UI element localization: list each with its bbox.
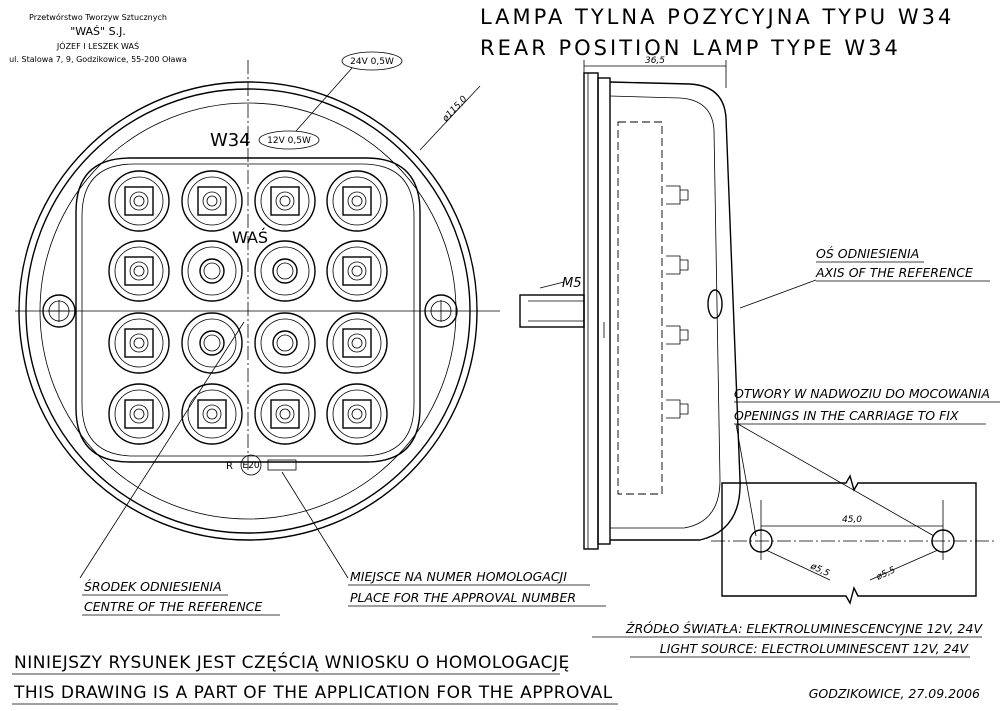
light-source-block: ŹRÓDŁO ŚWIATŁA: ELEKTROLUMINESCENCYJNE 1… xyxy=(592,621,983,658)
centre-label-en: CENTRE OF THE REFERENCE xyxy=(84,599,262,614)
hole-right-label: ø5,5 xyxy=(874,565,897,583)
mark-e-circle xyxy=(240,454,262,476)
axis-label-pl: OŚ ODNIESIENIA xyxy=(816,246,919,261)
left-screw-hole xyxy=(42,294,76,328)
hole-leader-left xyxy=(735,423,757,537)
badge-12v-outline xyxy=(258,130,320,150)
place-date: GODZIKOWICE, 27.09.2006 xyxy=(809,686,980,701)
hole-leader-right xyxy=(737,423,935,537)
approval-leader xyxy=(281,471,349,579)
badge-24v-outline xyxy=(341,51,403,71)
approval-number-box xyxy=(267,459,297,471)
housing-inner-circle xyxy=(25,88,471,534)
lens-profile-inner xyxy=(609,95,721,529)
badge-leader xyxy=(295,67,353,132)
depth-label: 36,5 xyxy=(645,56,665,66)
mounting-panel xyxy=(721,474,977,605)
led-round xyxy=(181,312,243,374)
axis-callout: OŚ ODNIESIENIA AXIS OF THE REFERENCE xyxy=(739,246,990,309)
axis-leader xyxy=(739,279,817,309)
light-source-en: LIGHT SOURCE: ELECTROLUMINESCENT 12V, 24… xyxy=(660,641,970,656)
led-square xyxy=(108,240,170,302)
holes-label-pl: OTWORY W NADWOZIU DO MOCOWANIA xyxy=(734,386,990,401)
brand-label: WAŚ xyxy=(232,228,268,247)
side-view: 36,5 M5 xyxy=(519,56,741,550)
led-square xyxy=(108,383,170,445)
led-square xyxy=(108,170,170,232)
axis-label-en: AXIS OF THE REFERENCE xyxy=(815,265,973,280)
bolt-shank xyxy=(519,294,585,328)
led-square xyxy=(326,170,388,232)
led-round xyxy=(254,240,316,302)
reference-hole xyxy=(707,289,723,319)
spacing-label: 45,0 xyxy=(842,515,862,525)
company-line-2: "WAŚ" S.J. xyxy=(70,25,126,38)
led-square xyxy=(181,383,243,445)
centre-label-pl: ŚRODEK ODNIESIENIA xyxy=(84,579,222,594)
internal-board xyxy=(617,121,663,495)
lens-profile-outer xyxy=(609,81,741,541)
centre-callout: ŚRODEK ODNIESIENIA CENTRE OF THE REFEREN… xyxy=(82,579,280,616)
led-square xyxy=(108,312,170,374)
approval-label-pl: MIEJSCE NA NUMER HOMOLOGACJI xyxy=(350,569,567,584)
hole-left-label: ø5,5 xyxy=(808,561,831,579)
model-label: W34 xyxy=(210,130,251,151)
mounting-detail: 45,0 ø5,5 ø5,5 xyxy=(711,474,995,605)
light-source-pl: ŹRÓDŁO ŚWIATŁA: ELEKTROLUMINESCENCYJNE 1… xyxy=(625,621,983,636)
housing-outer-circle xyxy=(18,81,478,541)
approval-callout: MIEJSCE NA NUMER HOMOLOGACJI PLACE FOR T… xyxy=(348,569,606,607)
base-plate xyxy=(583,72,599,550)
badge-12v: 12V 0,5W xyxy=(267,136,311,146)
led-square xyxy=(326,383,388,445)
mark-e: E20 xyxy=(242,461,259,471)
footer-pl: NINIEJSZY RYSUNEK JEST CZĘŚCIĄ WNIOSKU O… xyxy=(14,651,570,673)
led-round xyxy=(254,312,316,374)
lens-rim-circle xyxy=(39,102,457,520)
title-en: REAR POSITION LAMP TYPE W34 xyxy=(480,36,901,60)
bolt-label: M5 xyxy=(562,276,582,291)
diameter-label: ø115,0 xyxy=(440,94,470,125)
led-grid xyxy=(108,170,388,445)
title-pl: LAMPA TYLNA POZYCYJNA TYPU W34 xyxy=(480,5,954,29)
company-line-4: ul. Stalowa 7, 9, Godzikowice, 55-200 Oł… xyxy=(9,55,187,64)
right-screw-hole xyxy=(424,294,458,328)
holes-label-en: OPENINGS IN THE CARRIAGE TO FIX xyxy=(734,408,959,423)
diameter-leader xyxy=(419,85,481,151)
led-square xyxy=(254,170,316,232)
badge-24v: 24V 0,5W xyxy=(350,57,394,67)
holes-callout: OTWORY W NADWOZIU DO MOCOWANIA OPENINGS … xyxy=(734,386,1000,537)
bolt-leader xyxy=(539,281,565,289)
led-square xyxy=(326,312,388,374)
led-square xyxy=(181,170,243,232)
centre-leader xyxy=(79,321,245,579)
front-view: W34 WAŚ 24V 0,5W 12V 0,5W ø115,0 R E20 xyxy=(15,51,500,579)
led-square xyxy=(254,383,316,445)
footer-en: THIS DRAWING IS A PART OF THE APPLICATIO… xyxy=(13,683,613,703)
company-line-1: Przetwórstwo Tworzyw Sztucznych xyxy=(29,12,167,22)
side-led-bumps xyxy=(666,185,689,419)
company-block: Przetwórstwo Tworzyw Sztucznych "WAŚ" S.… xyxy=(9,12,187,64)
led-round xyxy=(181,240,243,302)
company-line-3: JÓZEF I LESZEK WAŚ xyxy=(56,40,139,51)
led-square xyxy=(326,240,388,302)
approval-label-en: PLACE FOR THE APPROVAL NUMBER xyxy=(350,590,576,605)
lens-panel-inner xyxy=(81,163,415,457)
base-step xyxy=(597,77,611,545)
mark-r: R xyxy=(226,461,233,472)
title-block: LAMPA TYLNA POZYCYJNA TYPU W34 REAR POSI… xyxy=(480,5,954,60)
lens-panel xyxy=(75,157,421,463)
footer-block: NINIEJSZY RYSUNEK JEST CZĘŚCIĄ WNIOSKU O… xyxy=(12,651,980,705)
